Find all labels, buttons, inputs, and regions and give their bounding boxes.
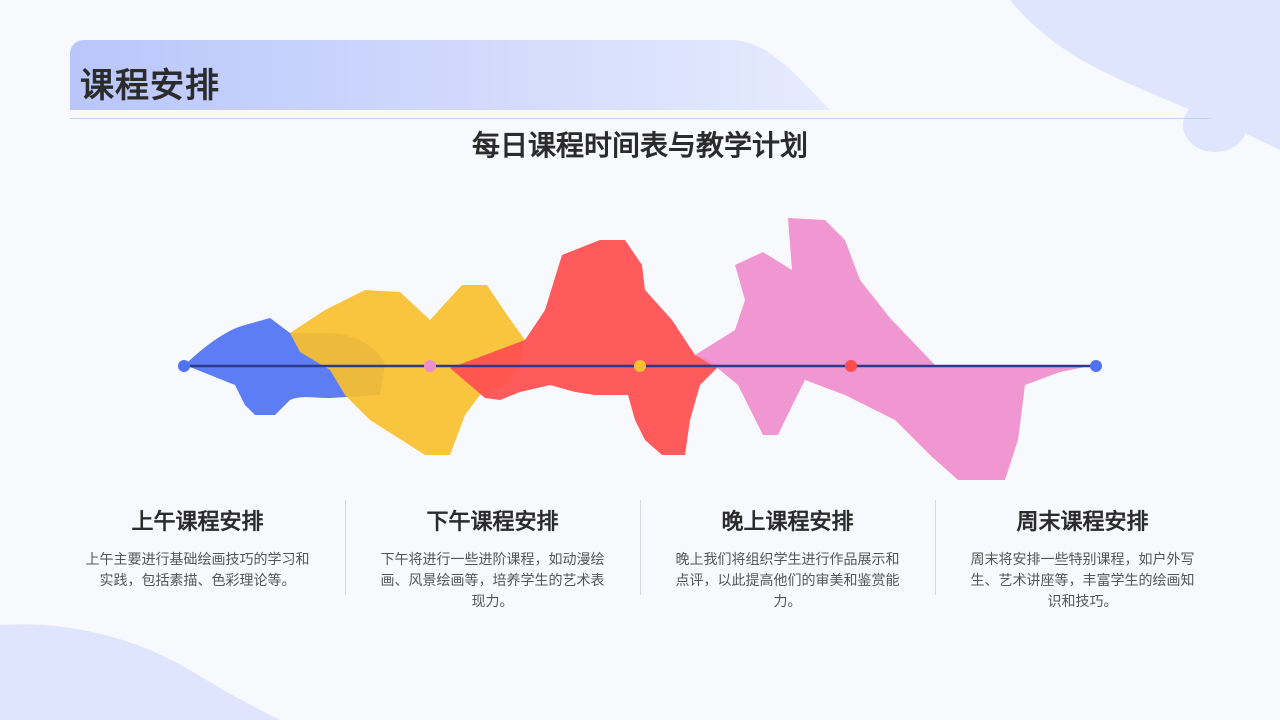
timeline-node-end: [1090, 360, 1102, 372]
column-divider: [935, 500, 936, 595]
section-morning: 上午课程安排 上午主要进行基础绘画技巧的学习和实践，包括素描、色彩理论等。: [50, 500, 345, 592]
section-evening-description: 晚上我们将组织学生进行作品展示和点评，以此提高他们的审美和鉴赏能力。: [675, 552, 900, 610]
timeline-node-start: [178, 360, 190, 372]
bottom-left-blob: [0, 624, 280, 720]
header-divider: [70, 118, 1210, 119]
shape-weekend: [695, 218, 1095, 480]
title-banner: [70, 40, 830, 110]
section-weekend-description: 周末将安排一些特别课程，如户外写生、艺术讲座等，丰富学生的绘画知识和技巧。: [970, 552, 1195, 610]
section-weekend: 周末课程安排 周末将安排一些特别课程，如户外写生、艺术讲座等，丰富学生的绘画知识…: [935, 500, 1230, 613]
shape-evening: [450, 240, 720, 455]
section-morning-title: 上午课程安排: [131, 510, 264, 535]
column-divider: [345, 500, 346, 595]
section-afternoon-description: 下午将进行一些进阶课程，如动漫绘画、风景绘画等，培养学生的艺术表现力。: [380, 552, 605, 610]
section-afternoon: 下午课程安排 下午将进行一些进阶课程，如动漫绘画、风景绘画等，培养学生的艺术表现…: [345, 500, 640, 613]
section-morning-description: 上午主要进行基础绘画技巧的学习和实践，包括素描、色彩理论等。: [85, 552, 310, 589]
section-evening-title: 晚上课程安排: [721, 510, 854, 535]
top-right-circle: [1183, 98, 1247, 152]
timeline-node-2: [634, 360, 646, 372]
timeline-node-1: [424, 360, 436, 372]
shape-afternoon: [290, 285, 525, 455]
section-evening: 晚上课程安排 晚上我们将组织学生进行作品展示和点评，以此提高他们的审美和鉴赏能力…: [640, 500, 935, 613]
timeline-node-3: [845, 360, 857, 372]
page-subtitle: 每日课程时间表与教学计划: [471, 129, 808, 162]
page-title: 课程安排: [80, 66, 220, 106]
section-afternoon-title: 下午课程安排: [426, 510, 559, 535]
section-weekend-title: 周末课程安排: [1016, 510, 1149, 535]
column-divider: [640, 500, 641, 595]
